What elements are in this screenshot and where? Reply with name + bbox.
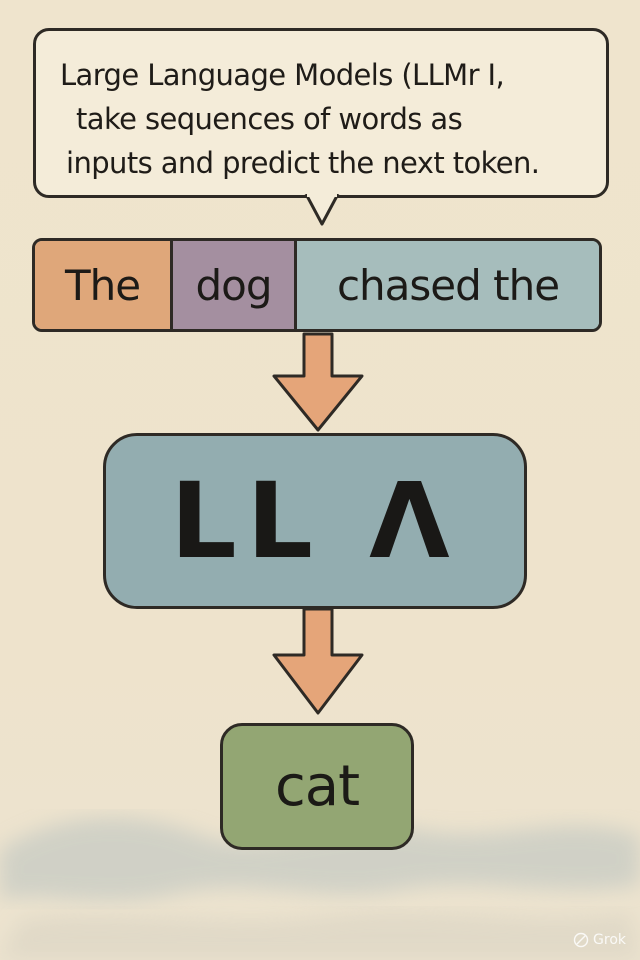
model-label: LL Λ [170, 460, 460, 582]
grok-watermark: Grok [573, 932, 626, 948]
explanation-line-3: inputs and predict the next token. [66, 146, 540, 180]
explanation-text: Large Language Models (LLMr I, take sequ… [60, 53, 590, 185]
down-arrow-icon [272, 607, 364, 715]
input-token-the: The [35, 241, 173, 329]
output-token-box: cat [220, 723, 414, 850]
input-token-chased-the: chased the [297, 241, 599, 329]
input-token-dog-label: dog [195, 260, 272, 310]
input-token-dog: dog [173, 241, 297, 329]
output-token-label: cat [274, 754, 360, 819]
grok-logo-icon [573, 932, 589, 948]
background-haze [0, 817, 640, 960]
watermark-text: Grok [593, 932, 626, 948]
input-token-the-label: The [64, 260, 141, 310]
input-token-chased-the-label: chased the [336, 260, 560, 310]
down-arrow-icon [272, 332, 364, 432]
bubble-tail [304, 194, 340, 226]
input-token-row: The dog chased the [32, 238, 602, 332]
language-model-box: LL Λ [103, 433, 527, 609]
explanation-line-1: Large Language Models (LLMr I, [60, 58, 505, 92]
explanation-bubble: Large Language Models (LLMr I, take sequ… [33, 28, 609, 198]
explanation-line-2: take sequences of words as [76, 102, 463, 136]
